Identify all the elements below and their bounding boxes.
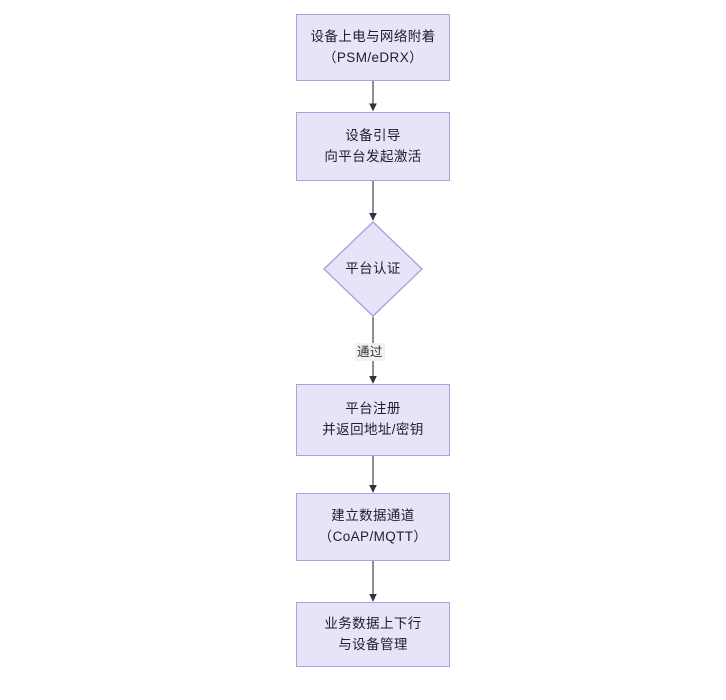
node-line: 与设备管理 bbox=[338, 636, 408, 652]
node-line: （CoAP/MQTT） bbox=[318, 529, 428, 544]
node-line: 建立数据通道 bbox=[331, 508, 415, 524]
diamond-shape-icon bbox=[323, 221, 423, 317]
node-device-power-on[interactable]: 设备上电与网络附着 （PSM/eDRX） bbox=[296, 14, 450, 81]
node-line: 向平台发起激活 bbox=[324, 148, 422, 164]
node-line: 设备上电与网络附着 bbox=[310, 28, 436, 44]
node-platform-register[interactable]: 平台注册 并返回地址/密钥 bbox=[296, 384, 450, 456]
node-line: 业务数据上下行 bbox=[324, 615, 422, 631]
node-line: （PSM/eDRX） bbox=[322, 49, 424, 65]
node-line: 设备引导 bbox=[345, 127, 401, 143]
node-line: 并返回地址/密钥 bbox=[322, 422, 424, 437]
node-business-data-and-device-management[interactable]: 业务数据上下行 与设备管理 bbox=[296, 602, 450, 667]
node-line: 平台认证 bbox=[345, 260, 401, 276]
node-establish-data-channel[interactable]: 建立数据通道 （CoAP/MQTT） bbox=[296, 493, 450, 561]
node-platform-auth-decision[interactable]: 平台认证 bbox=[323, 221, 423, 317]
edge-label-pass: 通过 bbox=[355, 343, 385, 362]
node-line: 平台注册 bbox=[345, 401, 401, 417]
node-device-bootstrap[interactable]: 设备引导 向平台发起激活 bbox=[296, 112, 450, 181]
